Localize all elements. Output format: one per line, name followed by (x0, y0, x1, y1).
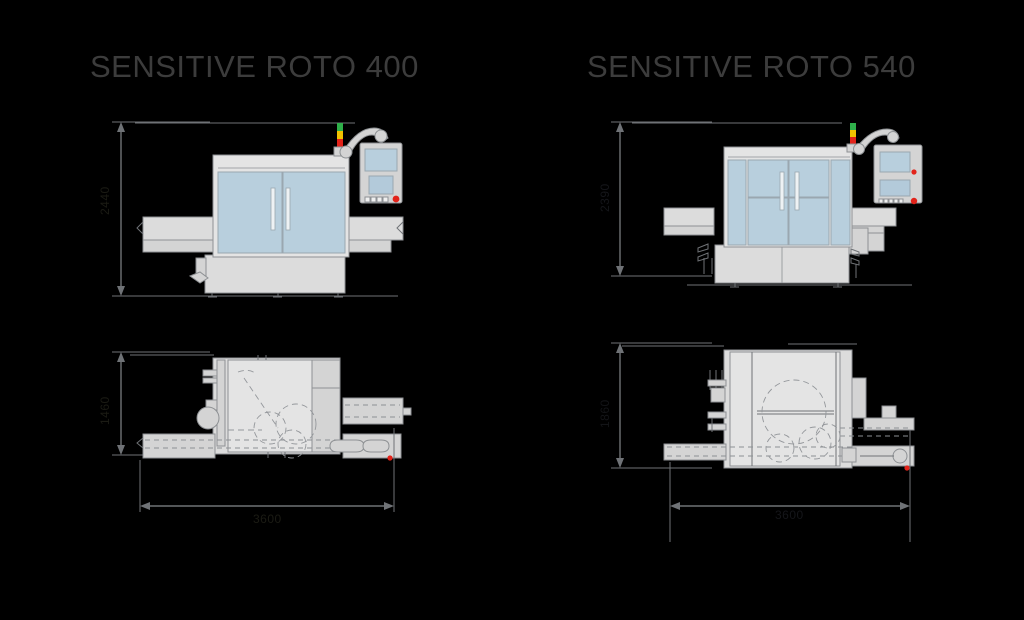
machine-base-540 (714, 244, 850, 284)
machine-base-400 (188, 254, 346, 294)
dimension-label-depth-400: 1460 (98, 396, 112, 425)
machine-title-540: SENSITIVE ROTO 540 (587, 49, 916, 84)
leg-fittings-540 (697, 243, 860, 278)
machine-panel-roto-400: SENSITIVE ROTO 400 (90, 49, 419, 526)
plan-conveyor-400 (136, 433, 340, 459)
elevation-drawing-400 (112, 121, 404, 298)
plan-internal-hidden-540 (761, 379, 841, 463)
hmi-panel-540[interactable] (873, 144, 923, 205)
machine-title-400: SENSITIVE ROTO 400 (90, 49, 419, 84)
hmi-display-540 (879, 151, 911, 173)
machine-feet-540 (730, 283, 842, 288)
hmi-touch-540 (879, 179, 911, 197)
plan-internal-hidden-400 (228, 369, 317, 459)
hmi-display-400 (364, 148, 398, 172)
glass-panel-far-right-540 (830, 159, 851, 246)
machine-panel-roto-540: SENSITIVE ROTO 540 (512, 0, 1024, 620)
plan-side-fittings-400 (196, 369, 220, 430)
dimension-height-540 (611, 121, 712, 277)
plan-drawing-400 (112, 351, 412, 512)
door-glass-right-400 (282, 171, 346, 254)
glass-panel-far-left-540 (727, 159, 747, 246)
door-handle-right-400 (285, 187, 291, 231)
hmi-keypad-540 (878, 198, 904, 204)
status-led-540 (911, 169, 917, 175)
plan-drawing-540 (611, 342, 915, 542)
plan-indicator-540 (904, 465, 910, 471)
dimension-length-540 (669, 430, 911, 542)
hmi-swing-arm-400 (339, 127, 389, 159)
plan-conveyor-540 (663, 443, 852, 461)
door-handle-left-400 (270, 187, 276, 231)
plan-side-fittings-540 (707, 370, 727, 432)
plan-outfeed-540 (840, 377, 915, 471)
machine-enclosure-540 (723, 146, 853, 248)
hmi-touch-400 (368, 175, 394, 195)
machine-enclosure-400 (212, 154, 350, 258)
machine-feet-400 (208, 293, 343, 298)
dimension-label-length-540: 3600 (775, 508, 804, 522)
dimension-label-length-400: 3600 (253, 512, 282, 526)
door-handle-left-540 (779, 171, 785, 211)
plan-indicator-400 (387, 455, 393, 461)
dimension-length-400 (139, 428, 395, 512)
hmi-panel-400[interactable] (359, 142, 403, 204)
plan-body-400 (212, 357, 341, 455)
hmi-keypad-400 (364, 196, 389, 203)
hmi-swing-arm-540 (853, 128, 900, 155)
plan-body-540 (723, 349, 853, 469)
emergency-stop-button-400 (392, 195, 400, 203)
emergency-stop-button-540 (910, 197, 918, 205)
elevation-drawing-540 (611, 121, 923, 288)
plan-outfeed-400 (329, 397, 412, 461)
plan-tabs-400 (257, 355, 286, 458)
infeed-conveyor-540 (663, 207, 715, 236)
dimension-depth-540 (611, 342, 712, 469)
dimension-label-depth-540: 1860 (598, 399, 612, 428)
door-handle-right-540 (794, 171, 800, 211)
